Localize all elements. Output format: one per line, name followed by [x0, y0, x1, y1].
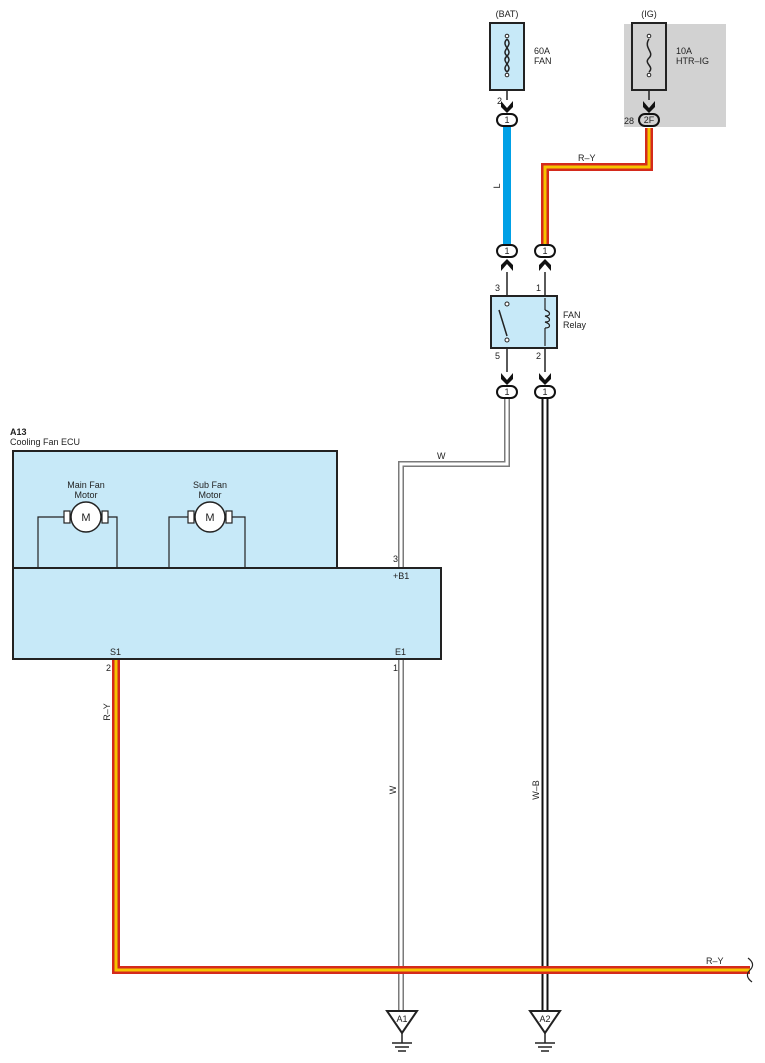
ground-a1-label: A1 [396, 1014, 407, 1024]
relay-pin-2: 2 [536, 351, 541, 361]
chevron-up-icon [501, 259, 513, 271]
fuse-bat-pin: 2 [497, 96, 502, 106]
connector-relay-1 [534, 244, 556, 258]
fuse-ig-supply: (IG) [641, 9, 657, 19]
ecu-code: A13 [10, 427, 27, 437]
fuse-ig-name: HTR–IG [676, 56, 709, 66]
chevron-up-icon [539, 259, 551, 271]
wire-w-relay-to-ecu [398, 399, 510, 568]
fuse-ig-terminal-bottom [646, 72, 652, 78]
wire-ry-relay-supply [541, 128, 653, 248]
ecu-pin-e1-num: 1 [393, 663, 398, 673]
fuse-bat-name: FAN [534, 56, 552, 66]
ecu-name: Cooling Fan ECU [10, 437, 80, 447]
fuse-ig-rating: 10A [676, 46, 692, 56]
ecu-pin-b1-num: 3 [393, 554, 398, 564]
main-motor-brush-right [101, 510, 109, 524]
ground-triangle [385, 1010, 419, 1035]
cooling-fan-ecu: A13 Cooling Fan ECU Main Fan Motor M Sub… [10, 427, 442, 673]
relay-switch-icon [498, 309, 508, 337]
main-motor-label-2: Motor [74, 490, 97, 500]
sub-motor-brush-right [225, 510, 233, 524]
fan-relay: 3 1 FAN Relay 5 2 [490, 272, 587, 372]
fuse-ig-body [631, 22, 667, 91]
chevron-down-icon [501, 373, 513, 385]
relay-name-2: Relay [563, 320, 587, 330]
fuse-ig-terminal-top [646, 33, 652, 39]
wire-label-ry-bottom: R–Y [706, 956, 724, 966]
motor-icon [194, 501, 226, 533]
main-fan-motor: Main Fan Motor M [37, 480, 118, 568]
wire-ry-s1 [112, 660, 750, 974]
ecu-pin-s1-num: 2 [106, 663, 111, 673]
ecu-pin-b1-name: +B1 [393, 571, 409, 581]
fuse-bat-terminal-top [504, 33, 510, 39]
ecu-upper-body [12, 450, 338, 569]
chevron-down-icon [643, 101, 655, 113]
ground-icon [392, 1042, 412, 1052]
fuse-bat-element-icon-2 [504, 38, 510, 73]
fuse-bat-supply: (BAT) [496, 9, 519, 19]
connector-relay-5 [496, 385, 518, 399]
connector-relay-3 [496, 244, 518, 258]
fuse-bat-terminal-bottom [504, 72, 510, 78]
fuse-ig-pin: 28 [624, 116, 634, 126]
fuse-bat: (BAT) 60A FAN 2 1 [489, 9, 552, 127]
sub-motor-label-1: Sub Fan [193, 480, 227, 490]
connector-ig-code: 2F [644, 115, 655, 125]
connector-relay-2-pin: 1 [542, 387, 547, 397]
wire-label-l: L [492, 183, 502, 188]
sub-motor-label-2: Motor [198, 490, 221, 500]
main-motor-wiring [37, 516, 118, 568]
main-motor-label-1: Main Fan [67, 480, 105, 490]
ecu-lower-body [12, 567, 442, 660]
relay-name: FAN [563, 310, 581, 320]
main-motor-symbol: M [81, 512, 90, 524]
relay-pin-5: 5 [495, 351, 500, 361]
sub-motor-wiring [168, 516, 246, 568]
wire-label-w-vert: W [388, 785, 398, 794]
ground-icon [535, 1042, 555, 1052]
ground-triangle [528, 1010, 562, 1035]
connector-bat [496, 113, 518, 127]
relay-contact-bottom [504, 337, 510, 343]
relay-coil-icon [544, 309, 551, 329]
relay-input-connectors: 1 1 [496, 244, 556, 271]
connector-ig [638, 113, 660, 127]
ecu-pin-s1-name: S1 [110, 647, 121, 657]
main-motor-brush-left [63, 510, 71, 524]
connector-relay-1-pin: 1 [542, 246, 547, 256]
fuse-ig: (IG) 10A HTR–IG 28 2F [624, 9, 709, 127]
ecu-pin-e1-name: E1 [395, 647, 406, 657]
sub-motor-brush-left [187, 510, 195, 524]
connector-relay-3-pin: 1 [504, 246, 509, 256]
fuse-bat-rating: 60A [534, 46, 550, 56]
chevron-down-icon [501, 101, 513, 113]
ground-a1: A1 [385, 1010, 419, 1052]
wire-label-ry-left: R–Y [102, 703, 112, 721]
ground-a2-label: A2 [539, 1014, 550, 1024]
relay-pin-1: 1 [536, 283, 541, 293]
ground-a2: A2 [528, 1010, 562, 1052]
connector-relay-5-pin: 1 [504, 387, 509, 397]
wire-continuation-mark [746, 957, 754, 983]
chevron-down-icon [539, 373, 551, 385]
motor-icon [70, 501, 102, 533]
fuse-ig-element-icon [646, 38, 652, 73]
relay-contact-top [504, 301, 510, 307]
relay-pin-3: 3 [495, 283, 500, 293]
wire-label-wb-vert: W–B [531, 780, 541, 800]
connector-bat-pin: 1 [504, 115, 509, 125]
wire-label-w-top: W [437, 451, 446, 461]
connector-relay-2 [534, 385, 556, 399]
relay-output-connectors: 1 1 [496, 373, 556, 399]
sub-fan-motor: Sub Fan Motor M [168, 480, 246, 568]
sub-motor-symbol: M [205, 512, 214, 524]
wire-label-ry-top: R–Y [578, 153, 596, 163]
